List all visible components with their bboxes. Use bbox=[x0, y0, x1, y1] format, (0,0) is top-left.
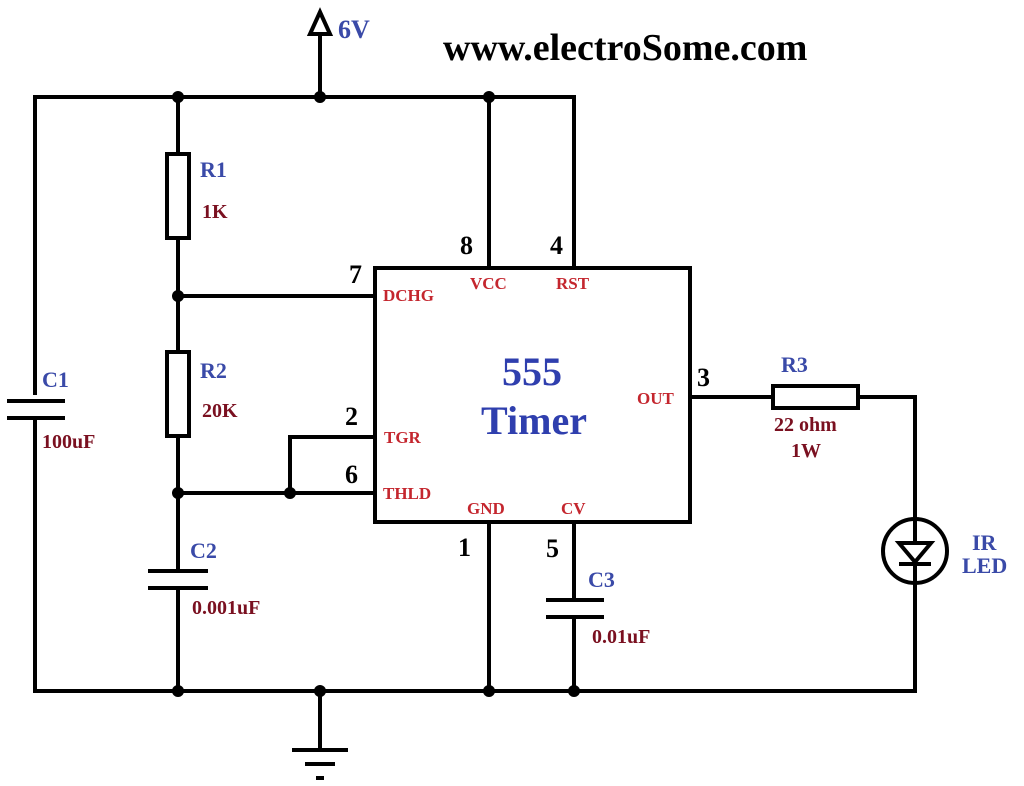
led-ref-line1: IR bbox=[972, 530, 998, 555]
junction-dots bbox=[172, 91, 580, 697]
c3-ref: C3 bbox=[588, 567, 615, 592]
pin-8-number: 8 bbox=[460, 231, 473, 260]
pin-5-number: 5 bbox=[546, 534, 559, 563]
pin-7-number: 7 bbox=[349, 260, 362, 289]
junction-dot bbox=[284, 487, 296, 499]
capacitor-c3 bbox=[544, 598, 606, 619]
junction-dot bbox=[483, 91, 495, 103]
pin-5-name: CV bbox=[561, 499, 586, 518]
r2-ref: R2 bbox=[200, 358, 227, 383]
top-rail-wire bbox=[33, 95, 576, 693]
pin-4-name: RST bbox=[556, 274, 590, 293]
led-ref-line2: LED bbox=[962, 553, 1007, 578]
r3-ref: R3 bbox=[781, 352, 808, 377]
c3-value: 0.01uF bbox=[592, 626, 650, 648]
junction-dot bbox=[172, 685, 184, 697]
resistor-r2 bbox=[165, 350, 191, 438]
r3-rating: 1W bbox=[791, 440, 821, 462]
pin-3-number: 3 bbox=[697, 363, 710, 392]
junction-dot bbox=[483, 685, 495, 697]
junction-dot bbox=[172, 91, 184, 103]
pin-3-name: OUT bbox=[637, 389, 675, 408]
junction-dot bbox=[172, 487, 184, 499]
r1-value: 1K bbox=[202, 201, 228, 223]
trigger-wire bbox=[288, 435, 377, 495]
pin-2-name: TGR bbox=[384, 428, 422, 447]
junction-dot bbox=[568, 685, 580, 697]
r1-ref: R1 bbox=[200, 157, 227, 182]
ic-title-line1: 555 bbox=[502, 349, 562, 394]
pin-2-number: 2 bbox=[345, 402, 358, 431]
resistor-r3 bbox=[771, 384, 860, 410]
c2-value: 0.001uF bbox=[192, 597, 260, 619]
pin-6-name: THLD bbox=[383, 484, 431, 503]
site-watermark: www.electroSome.com bbox=[443, 27, 807, 69]
junction-dot bbox=[172, 290, 184, 302]
pin-4-number: 4 bbox=[550, 231, 563, 260]
supply-label: 6V bbox=[338, 15, 370, 44]
ground-icon bbox=[292, 689, 348, 780]
capacitor-c2 bbox=[148, 569, 210, 590]
r2-value: 20K bbox=[202, 400, 238, 422]
pin-1-number: 1 bbox=[458, 533, 471, 562]
c1-ref: C1 bbox=[42, 367, 69, 392]
junction-dot bbox=[314, 685, 326, 697]
pin-1-name: GND bbox=[467, 499, 505, 518]
c1-value: 100uF bbox=[42, 431, 95, 453]
ic-title-line2: Timer bbox=[481, 398, 587, 443]
resistor-r1 bbox=[165, 152, 191, 240]
supply-symbol bbox=[306, 7, 334, 99]
pin-7-name: DCHG bbox=[383, 286, 434, 305]
ir-led-icon bbox=[881, 517, 949, 585]
pin-8-name: VCC bbox=[470, 274, 507, 293]
ic-555-body bbox=[373, 266, 692, 524]
c2-ref: C2 bbox=[190, 538, 217, 563]
pin-6-number: 6 bbox=[345, 460, 358, 489]
junction-dot bbox=[314, 91, 326, 103]
supply-arrow-icon bbox=[306, 7, 334, 36]
r3-value: 22 ohm bbox=[774, 414, 837, 436]
capacitor-c1 bbox=[7, 395, 68, 420]
